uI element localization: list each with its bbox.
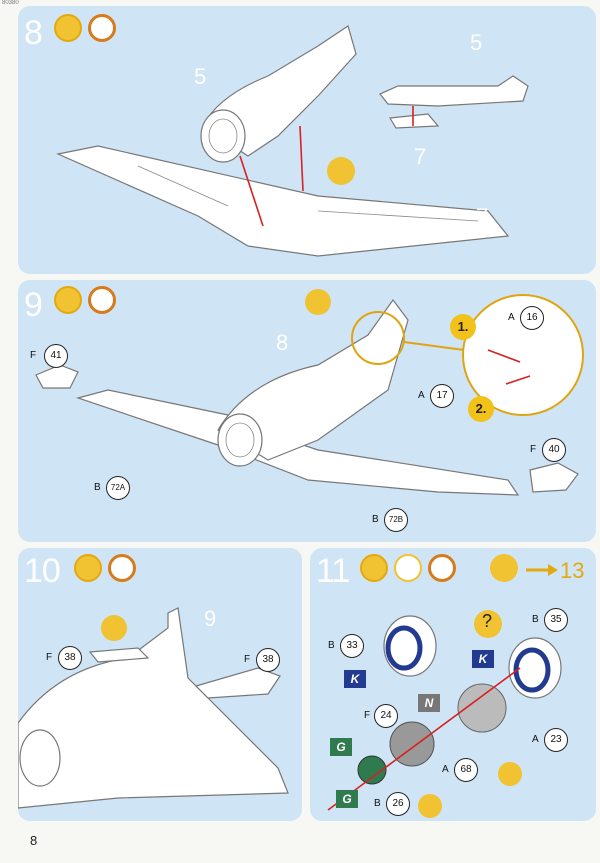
parts-box-icon (490, 554, 518, 582)
part-label: 8 (276, 330, 289, 355)
drying-clock-icon (88, 14, 116, 42)
glue-icon (54, 14, 82, 42)
part-callout: 38 (58, 646, 82, 670)
part-callout: 72A (106, 476, 130, 500)
part-callout: 68 (454, 758, 478, 782)
callout-letter: A (418, 390, 425, 401)
substep-1: 1. (450, 314, 476, 340)
goto-step: 13 (560, 558, 585, 583)
paint-brush-icon (394, 554, 422, 582)
step-number: 9 (24, 286, 43, 324)
glue-icon (54, 286, 82, 314)
part-label: 7 (476, 204, 489, 229)
callout-letter: A (532, 734, 539, 745)
color-flag-k: K (472, 650, 494, 668)
page-number: 8 (30, 833, 38, 848)
color-flag-n: N (418, 694, 440, 712)
drying-clock-icon (108, 554, 136, 582)
part-callout: 35 (544, 608, 568, 632)
color-flag-g: G (330, 738, 352, 756)
part-callout: 41 (44, 344, 68, 368)
assembly-arrow (239, 155, 264, 227)
part-callout: 24 (374, 704, 398, 728)
step-number: 11 (316, 552, 350, 590)
callout-letter: F (244, 654, 251, 665)
part-callout: 26 (386, 792, 410, 816)
glue-icon (74, 554, 102, 582)
callout-letter: F (46, 652, 53, 663)
callout-letter: B (374, 798, 381, 809)
part-label: 5 (470, 30, 483, 55)
part-callout: 17 (430, 384, 454, 408)
part-callout: 23 (544, 728, 568, 752)
callout-letter: B (328, 640, 335, 651)
document-code: 80380 (2, 0, 19, 6)
assembly-arrow (327, 667, 521, 811)
substep-2: 2. (468, 396, 494, 422)
part-callout: 33 (340, 634, 364, 658)
step-number: 8 (24, 14, 43, 52)
part-label: 9 (204, 606, 217, 631)
color-flag-k: K (344, 670, 366, 688)
glue-icon (360, 554, 388, 582)
drying-clock-icon (428, 554, 456, 582)
step-9-panel: 9 1. 2. 8 F 41 B 72A B 72B F 40 A 16 A 1… (18, 280, 596, 542)
step-9-illustration (35, 289, 584, 496)
callout-letter: A (508, 312, 515, 323)
part-callout: 16 (520, 306, 544, 330)
step-10-panel: 10 9 F 38 F 38 (18, 548, 302, 821)
part-callout: 40 (542, 438, 566, 462)
callout-letter: F (30, 350, 37, 361)
step-number: 10 (24, 552, 61, 590)
color-flag-g: G (336, 790, 358, 808)
callout-letter: B (94, 482, 101, 493)
part-callout: 72B (384, 508, 408, 532)
callout-letter: F (530, 444, 537, 455)
detail-arrow (487, 349, 531, 385)
callout-letter: F (364, 710, 371, 721)
part-label: 5 (194, 64, 207, 89)
callout-letter: B (372, 514, 379, 525)
step-8-illustration (56, 25, 529, 257)
drying-clock-icon (88, 286, 116, 314)
question-mark: ? (482, 611, 493, 631)
step-10-illustration (18, 607, 289, 809)
assembly-arrow (299, 125, 304, 192)
callout-letter: A (442, 764, 449, 775)
step-8-panel: 8 5 5 7 7 (18, 6, 596, 274)
part-callout: 38 (256, 648, 280, 672)
step-11-illustration (327, 564, 562, 818)
callout-letter: B (532, 614, 539, 625)
part-label: 7 (414, 144, 427, 169)
step-11-panel: 11 13 ? B 33 B 35 F 24 A 23 A 68 B 26 K … (310, 548, 596, 821)
